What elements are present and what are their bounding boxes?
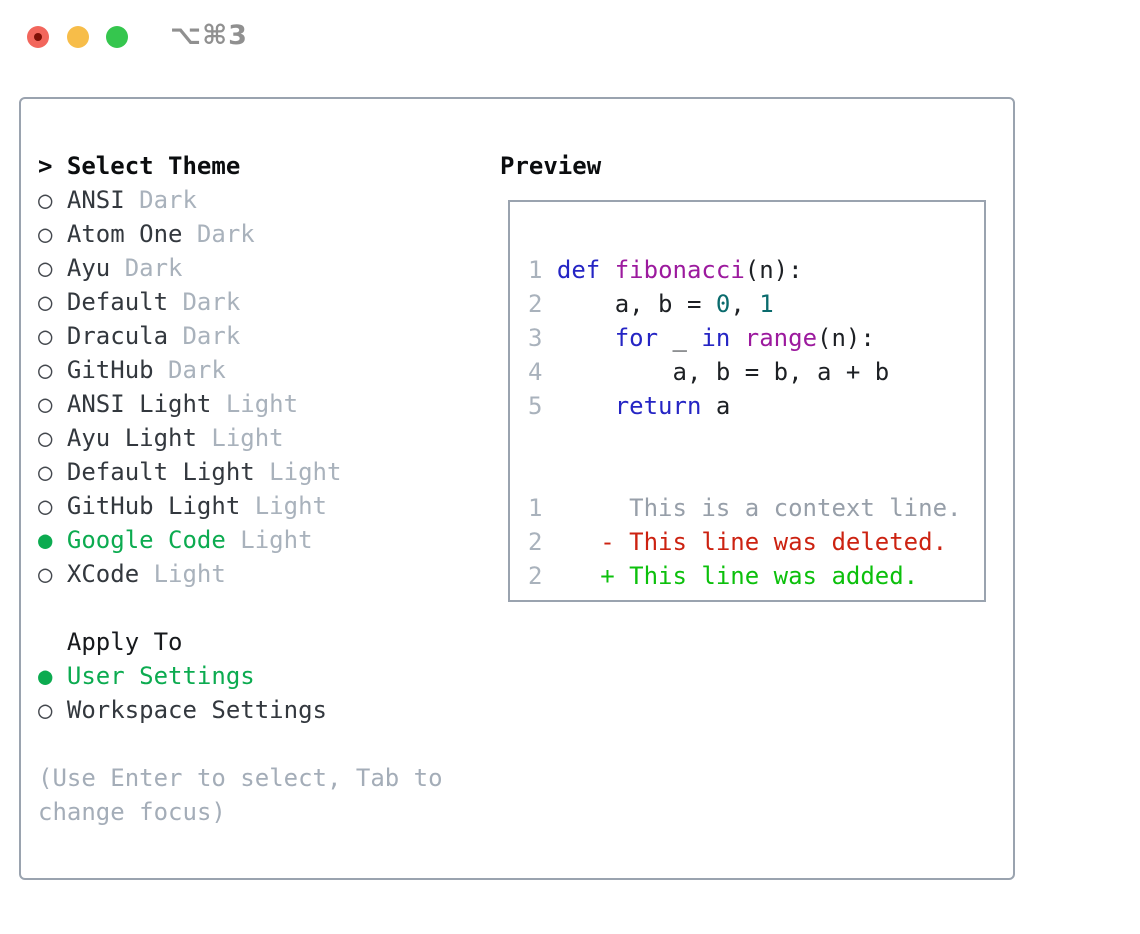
theme-variant: Dark <box>196 220 255 248</box>
theme-option-ansi-dark[interactable]: ○ ANSI Dark <box>38 183 443 217</box>
close-button[interactable] <box>27 26 49 48</box>
theme-variant: Dark <box>168 356 226 384</box>
select-theme-label: Select Theme <box>66 152 241 180</box>
theme-option-default-dark[interactable]: ○ Default Dark <box>38 285 443 319</box>
help-text-line-2: change focus) <box>38 798 226 826</box>
radio-icon: ○ <box>38 560 53 588</box>
code-line: 4 a, b = b, a + b <box>528 358 890 386</box>
zoom-button[interactable] <box>106 26 128 48</box>
apply-option-label: User Settings <box>66 662 255 690</box>
radio-icon: ○ <box>38 696 53 724</box>
code-line: 1 def fibonacci(n): <box>528 256 803 284</box>
theme-option-ansi-light[interactable]: ○ ANSI Light Light <box>38 387 443 421</box>
apply-option-label: Workspace Settings <box>66 696 327 724</box>
theme-option-atom-one-dark[interactable]: ○ Atom One Dark <box>38 217 443 251</box>
theme-name: GitHub <box>66 356 154 384</box>
preview-pane: 1 def fibonacci(n): 2 a, b = 0, 1 3 for … <box>508 200 986 602</box>
theme-name: Ayu <box>66 254 111 282</box>
theme-name: Default <box>66 288 169 316</box>
theme-name: Atom One <box>66 220 183 248</box>
code-line: 3 for _ in range(n): <box>528 324 875 352</box>
title-bar: ⌥⌘3 <box>0 0 1140 70</box>
radio-icon: ○ <box>38 458 53 486</box>
spacer <box>38 591 443 625</box>
radio-selected-icon: ● <box>38 526 53 554</box>
theme-variant: Light <box>254 492 327 520</box>
blank-line <box>528 457 984 491</box>
line-number: 3 <box>528 324 557 352</box>
minimize-button[interactable] <box>67 26 89 48</box>
theme-variant: Light <box>240 526 313 554</box>
theme-option-default-light[interactable]: ○ Default Light Light <box>38 455 443 489</box>
diff-added-line: 2 + This line was added. <box>528 562 919 590</box>
help-text-line-1: (Use Enter to select, Tab to <box>38 764 443 792</box>
line-number: 4 <box>528 358 557 386</box>
line-number: 2 <box>528 528 543 556</box>
apply-option-workspace-settings[interactable]: ○ Workspace Settings <box>38 693 443 727</box>
theme-name: ANSI Light <box>66 390 212 418</box>
radio-icon: ○ <box>38 424 53 452</box>
theme-variant: Dark <box>139 186 197 214</box>
diff-deleted-line: 2 - This line was deleted. <box>528 528 948 556</box>
theme-variant: Light <box>211 424 284 452</box>
apply-option-user-settings[interactable]: ● User Settings <box>38 659 443 693</box>
theme-name: Google Code <box>66 526 226 554</box>
theme-option-ayu-dark[interactable]: ○ Ayu Dark <box>38 251 443 285</box>
line-number: 2 <box>528 562 543 590</box>
theme-option-github-light[interactable]: ○ GitHub Light Light <box>38 489 443 523</box>
radio-icon: ○ <box>38 390 53 418</box>
select-theme-header: > Select Theme <box>38 149 443 183</box>
theme-option-github-dark[interactable]: ○ GitHub Dark <box>38 353 443 387</box>
code-preview: 1 def fibonacci(n): 2 a, b = 0, 1 3 for … <box>510 202 984 593</box>
spacer <box>38 727 443 761</box>
apply-to-label: Apply To <box>66 628 183 656</box>
theme-name: XCode <box>66 560 140 588</box>
diff-context-line: 1 This is a context line. <box>528 494 962 522</box>
radio-icon: ○ <box>38 322 53 350</box>
theme-variant: Light <box>225 390 299 418</box>
radio-icon: ○ <box>38 356 53 384</box>
preview-header: Preview <box>500 152 602 180</box>
theme-variant: Dark <box>124 254 183 282</box>
theme-name: GitHub Light <box>66 492 241 520</box>
radio-selected-icon: ● <box>38 662 53 690</box>
radio-icon: ○ <box>38 492 53 520</box>
theme-name: Dracula <box>66 322 169 350</box>
theme-option-ayu-light[interactable]: ○ Ayu Light Light <box>38 421 443 455</box>
line-number: 5 <box>528 392 557 420</box>
line-number: 2 <box>528 290 557 318</box>
theme-variant: Light <box>269 458 342 486</box>
radio-icon: ○ <box>38 254 53 282</box>
theme-name: Ayu Light <box>66 424 197 452</box>
theme-variant: Light <box>153 560 226 588</box>
main-panel <box>19 97 1015 880</box>
prompt-icon: > <box>38 152 53 180</box>
theme-name: ANSI <box>66 186 125 214</box>
blank-line <box>528 423 984 457</box>
theme-variant: Dark <box>182 322 241 350</box>
theme-option-dracula-dark[interactable]: ○ Dracula Dark <box>38 319 443 353</box>
line-number: 1 <box>528 494 543 522</box>
line-number: 1 <box>528 256 557 284</box>
theme-variant: Dark <box>182 288 241 316</box>
theme-option-xcode[interactable]: ○ XCode Light <box>38 557 443 591</box>
apply-to-header: Apply To <box>38 625 443 659</box>
theme-name: Default Light <box>66 458 255 486</box>
radio-icon: ○ <box>38 288 53 316</box>
radio-icon: ○ <box>38 220 53 248</box>
theme-option-google-code[interactable]: ● Google Code Light <box>38 523 443 557</box>
unsaved-dot-icon <box>34 33 42 41</box>
code-line: 2 a, b = 0, 1 <box>528 290 774 318</box>
blank-line <box>528 219 984 253</box>
window-title: ⌥⌘3 <box>170 20 248 51</box>
radio-icon: ○ <box>38 186 53 214</box>
code-line: 5 return a <box>528 392 731 420</box>
